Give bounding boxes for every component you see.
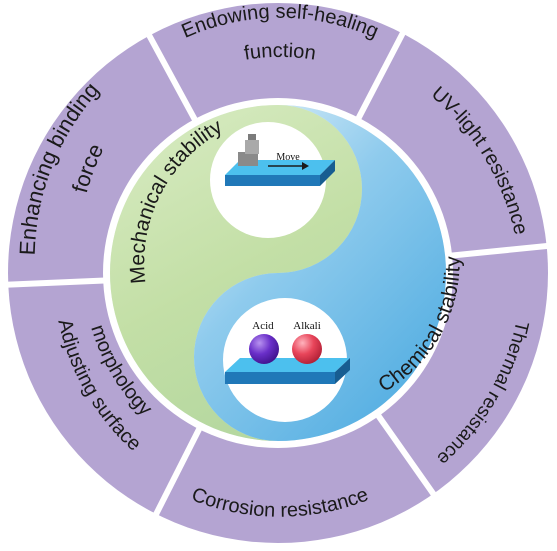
sliding-block-icon <box>238 152 258 166</box>
move-illustration: Move <box>225 134 335 186</box>
alkali-sphere <box>292 334 322 364</box>
acid-alkali-illustration: Acid Alkali <box>225 320 350 384</box>
acid-sphere <box>249 334 279 364</box>
alkali-label: Alkali <box>293 320 321 332</box>
acid-label: Acid <box>252 320 274 332</box>
move-label: Move <box>276 152 300 163</box>
endowing-label-line2: function <box>242 40 317 65</box>
